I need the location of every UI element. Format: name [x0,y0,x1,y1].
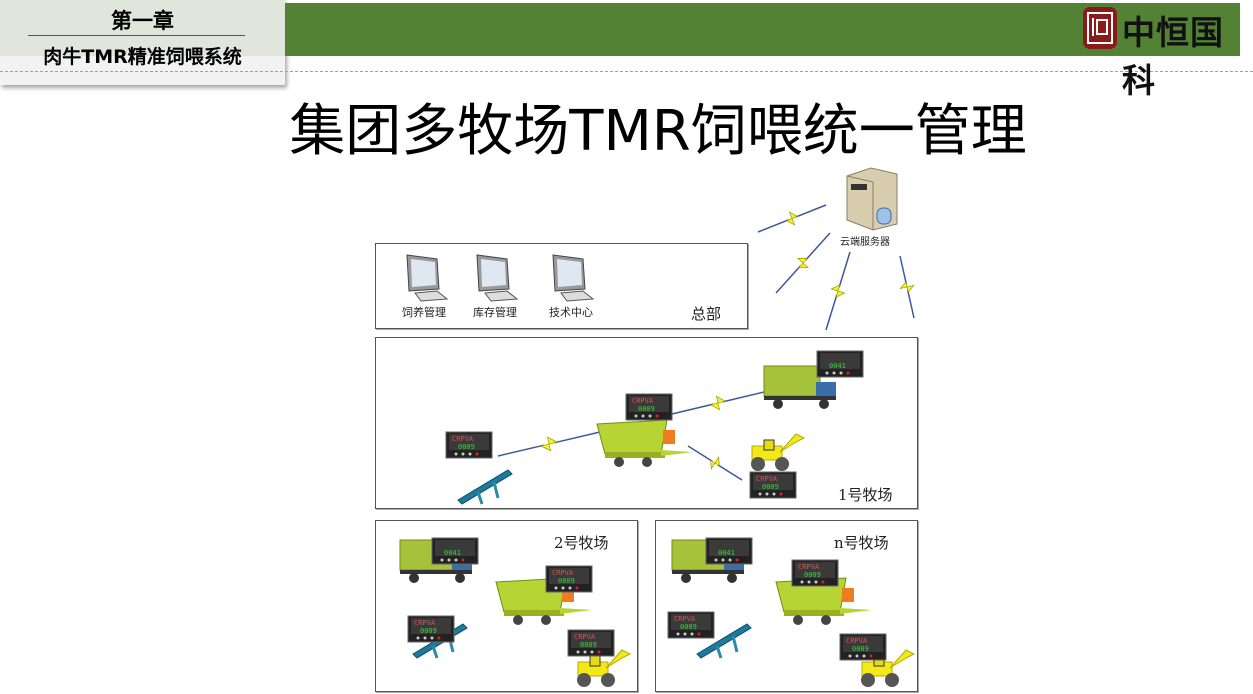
conveyor-icon [456,468,514,506]
cloud-server-icon [846,167,898,231]
display-code: CRPVA [574,633,596,641]
wireless-link-icon [497,431,601,457]
terminal-label: 饲养管理 [402,306,446,319]
wireless-link-icon [899,255,915,319]
monitor-icon [476,254,518,302]
loader-icon [750,433,805,472]
weighing-display: 0041 [431,537,479,565]
logo-icon [1083,7,1117,49]
display-count: 0041 [829,362,846,370]
slide-title: 集团多牧场TMR饲喂统一管理 [289,99,1027,164]
display-count: 0009 [804,571,821,579]
header-divider [0,71,1253,72]
terminal-label: 技术中心 [549,306,593,319]
monitor-icon [552,254,594,302]
display-code: CRPVA [756,475,778,483]
display-count: 0041 [718,549,735,557]
display-count: 0009 [420,627,437,635]
chapter-label: 第一章 肉牛TMR精准饲喂系统 [0,0,285,85]
divider [28,35,245,36]
logo-text: 中恒国科 [1122,13,1224,100]
display-code: CRPVA [674,615,696,623]
chapter-subtitle: 肉牛TMR精准饲喂系统 [43,46,242,68]
wireless-link-icon [825,251,851,331]
wireless-link-icon [687,445,743,481]
display-code: CRPVA [452,435,474,443]
server-label: 云端服务器 [840,237,890,248]
chapter-title: 第一章 [111,9,174,33]
header-bar [285,3,1240,56]
display-count: 0009 [680,623,697,631]
display-count: 0009 [762,483,779,491]
display-count: 0009 [638,405,655,413]
wireless-link-icon [775,232,831,294]
wireless-link-icon [671,391,765,415]
display-code: CRPVA [414,619,436,627]
display-code: CRPVA [552,569,574,577]
display-count: 0009 [580,641,597,649]
display-count: 0009 [558,577,575,585]
farm-label: 2号牧场 [554,534,609,552]
tmr-mixer-icon [596,419,694,468]
display-count: 0009 [458,443,475,451]
terminal-label: 库存管理 [473,306,517,319]
weighing-display: 0041 [705,537,753,565]
monitor-icon [406,254,448,302]
display-code: CRPVA [632,397,654,405]
display-code: CRPVA [846,637,868,645]
display-code: CRPVA [798,563,820,571]
farm-label: n号牧场 [834,534,889,552]
hq-label: 总部 [691,305,722,323]
weighing-display: 0041 [816,350,864,378]
wireless-link-icon [757,204,827,233]
farm-label: 1号牧场 [838,486,893,504]
display-count: 0041 [444,549,461,557]
display-count: 0009 [852,645,869,653]
